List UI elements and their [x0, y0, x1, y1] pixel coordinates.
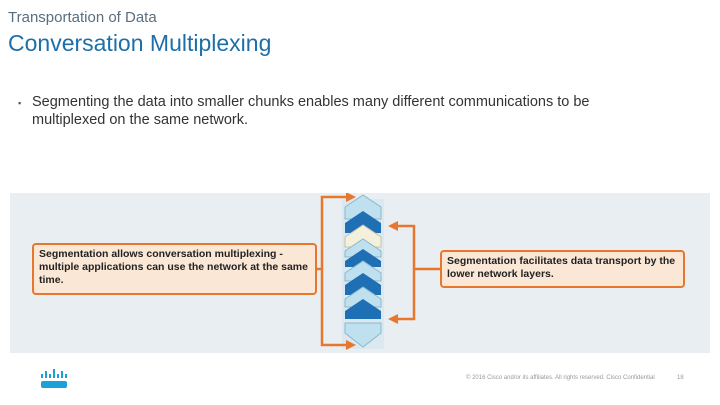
callout-multiplexing: Segmentation allows conversation multipl…: [32, 243, 317, 295]
right-bracket: [396, 224, 416, 321]
footer-copyright: © 2016 Cisco and/or its affiliates. All …: [466, 375, 655, 381]
figure-graphic: [306, 193, 442, 350]
left-bracket: [320, 195, 348, 347]
data-segment: [344, 238, 382, 258]
bracket-arrow-right-top: [388, 221, 398, 231]
cisco-logo-icon: [41, 369, 67, 388]
bracket-arrow-right-bottom: [388, 314, 398, 324]
data-segment: [345, 211, 381, 233]
bullet-text: Segmenting the data into smaller chunks …: [32, 94, 590, 128]
bracket-arrow-bottom: [346, 340, 356, 350]
data-segment: [345, 249, 381, 267]
data-segment: [344, 224, 382, 248]
data-segment: [344, 260, 382, 282]
bracket-arrow-top: [346, 193, 356, 202]
section-subtitle: Transportation of Data: [8, 9, 157, 26]
callout-transport: Segmentation facilitates data transport …: [440, 250, 685, 288]
multiplexing-figure: Segmentation allows conversation multipl…: [10, 193, 710, 353]
data-segment: [344, 194, 382, 220]
bullet-item: ▪ Segmenting the data into smaller chunk…: [18, 93, 658, 129]
data-segment: [345, 299, 381, 319]
data-segment: [345, 273, 381, 295]
page-number: 18: [677, 375, 684, 381]
data-segment: [344, 322, 382, 348]
bullet-marker: ▪: [18, 98, 22, 108]
slide-title: Conversation Multiplexing: [8, 30, 272, 56]
data-segment: [344, 286, 382, 308]
cisco-logo: [40, 369, 68, 396]
